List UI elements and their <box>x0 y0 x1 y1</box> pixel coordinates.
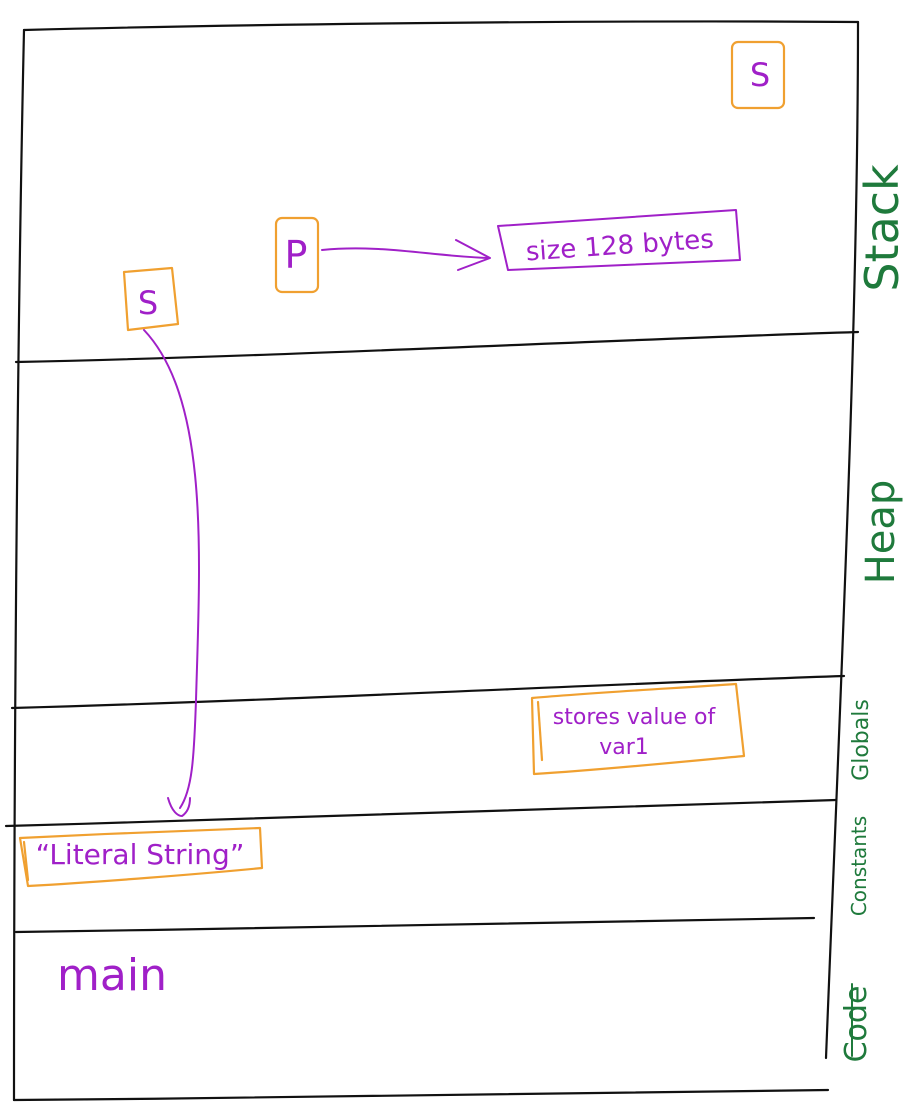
stack-var-s: S <box>122 266 180 332</box>
heap-globals-divider <box>10 674 846 710</box>
globals-constants-divider <box>4 798 838 828</box>
section-labels: Stack Heap Globals Constants Code <box>839 164 909 1062</box>
p-arrow-head <box>455 239 491 271</box>
section-dividers <box>4 330 860 934</box>
s-pointer-arrow <box>143 329 201 817</box>
constants-region: “Literal String” <box>18 826 264 888</box>
heap-section-label: Heap <box>858 480 904 585</box>
p-arrow-shaft <box>321 247 489 259</box>
var-s-top-label: S <box>750 56 770 94</box>
main-label: main <box>57 950 167 1001</box>
var-s-box <box>122 266 180 332</box>
literal-string-box <box>18 826 264 888</box>
stack-region: S P size 128 bytes S <box>122 40 786 332</box>
globals-note-line1: stores value of <box>553 705 717 730</box>
globals-region: stores value of var1 <box>530 682 746 776</box>
s-arrow-head <box>167 797 191 817</box>
stack-heap-divider <box>14 330 860 364</box>
frame-bottom-line <box>12 1088 830 1102</box>
code-section-label: Code <box>839 986 874 1063</box>
heap-block-box <box>497 209 741 271</box>
heap-block-label: size 128 bytes <box>525 224 715 267</box>
s-arrow-shaft <box>143 329 201 809</box>
globals-note-box <box>530 682 746 776</box>
frame-right-line <box>824 20 860 1060</box>
stack-var-s-top: S <box>730 40 786 110</box>
globals-note-line2: var1 <box>599 735 649 760</box>
frame-top-line <box>22 20 860 32</box>
globals-note-box-inner <box>536 700 544 762</box>
heap-block: size 128 bytes <box>497 209 741 271</box>
memory-frame <box>12 20 860 1102</box>
p-pointer-arrow <box>321 239 491 271</box>
var-p-box <box>274 216 320 294</box>
literal-string-label: “Literal String” <box>36 838 245 871</box>
globals-section-label: Globals <box>849 699 874 781</box>
stack-var-p: P <box>274 216 320 294</box>
code-region: main <box>57 950 167 1001</box>
constants-code-divider <box>14 916 816 934</box>
var-s-top-box <box>730 40 786 110</box>
constants-section-label: Constants <box>847 816 871 916</box>
literal-string-box-inner <box>22 840 30 882</box>
var-p-label: P <box>285 233 308 277</box>
var-s-label: S <box>138 284 158 322</box>
stack-section-label: Stack <box>855 164 909 292</box>
frame-left-line <box>12 28 26 1102</box>
